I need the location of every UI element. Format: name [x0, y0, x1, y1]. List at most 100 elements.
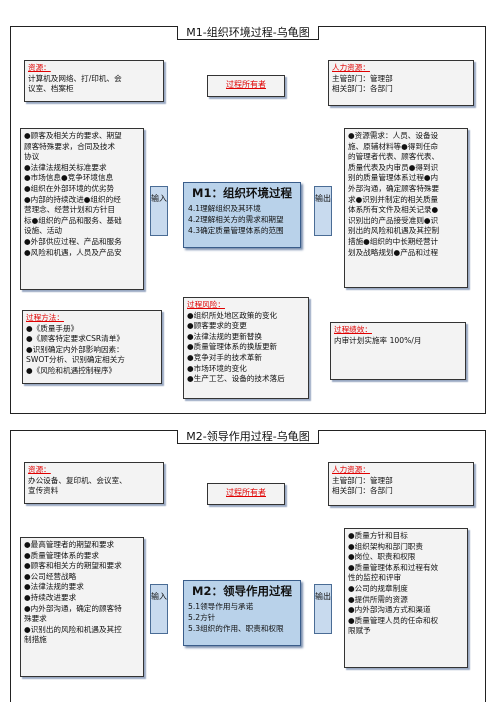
m1-input-line: ●法律法规相关标准要求: [24, 162, 107, 172]
m1-resource-line: 计算机及网络、打/印机、会: [28, 73, 122, 83]
m2-input-box: ●最高管理者的期望和要求 ●质量管理体系的要求 ●顾客和相关方的期望和要求 ●公…: [20, 537, 144, 677]
m1-hr-line: 相关部门：各部门: [332, 84, 393, 94]
m2-center-line: 5.1领导作用与承诺: [188, 602, 254, 611]
m1-output-line: 别的质量管理体系过程●内: [348, 173, 439, 183]
m1-output-line: 外部沟通，确定顾客特殊要: [348, 183, 440, 193]
m1-output-box: ●资源需求：人员、设备设 施、原辅材料等●得到任命 的管理者代表、顾客代表、 质…: [344, 128, 468, 288]
m1-risk-line: ●法律法规的更新替换: [187, 331, 262, 341]
m2-center-title: M2：领导作用过程: [192, 584, 292, 598]
m1-center-line: 4.1理解组织及其环境: [188, 204, 261, 213]
m2-input-line: ●识别出的风险和机遇及其控: [24, 624, 122, 634]
m2-output-line: ●质量方针和目标: [348, 531, 408, 540]
m2-input-line: ●最高管理者的期望和要求: [24, 540, 115, 549]
m1-output-label: 输出: [314, 186, 332, 236]
m1-input-line: ●顾客及相关方的要求、期望: [24, 131, 122, 140]
m1-risk-line: ●组织所处地区政策的变化: [187, 310, 278, 320]
m1-output-line: 划及战略规划●产品和过程: [348, 247, 439, 257]
m1-output-line: 质量代表及内审员●得到识: [348, 162, 439, 172]
m1-input-line: 营理念、经营计划和方针目: [24, 205, 116, 215]
m2-input-line: 制措施: [24, 635, 47, 645]
m1-output-line: 求●识别并制定的相关质量: [348, 194, 439, 204]
m1-input-line: ●风险和机遇，人员及产品安: [24, 247, 122, 257]
m2-input-line: ●内外部沟通，确定的顾客特: [24, 603, 122, 613]
m2-output-box: ●质量方针和目标 ●组织架构和部门职责 ●岗位、职责和权限 ●质量管理体系和过程…: [344, 528, 468, 668]
m1-kpi-label: 过程绩效：: [334, 325, 372, 334]
m1-risk-line: ●竞争对手的技术革新: [187, 352, 262, 362]
m1-output-line: ●资源需求：人员、设备设: [348, 131, 439, 140]
m2-center-box: M2：领导作用过程 5.1领导作用与承诺 5.2方针 5.3组织的作用、职责和权…: [183, 580, 301, 646]
m2-process-owner: 过程所有者: [207, 483, 285, 505]
m2-output-line: 性的监控和评审: [348, 573, 402, 583]
m1-output-line: 识别出的产品接受准则●识: [348, 215, 439, 225]
m1-center-line: 4.2理解相关方的需求和期望: [188, 215, 284, 224]
m2-resource-line: 宣传资料: [28, 486, 59, 496]
m1-output-line: 的管理者代表、顾客代表、: [348, 152, 440, 162]
m1-method-line: SWOT分析、识别确定相关方: [26, 355, 125, 365]
m1-output-line: 别出的风险和机遇及其控制: [348, 226, 440, 236]
m1-risk-box: 过程风险： ●组织所处地区政策的变化 ●顾客要求的变更 ●法律法规的更新替换 ●…: [183, 297, 309, 399]
m2-hr-box: 人力资源： 主管部门：管理部 相关部门：各部门: [328, 462, 474, 506]
m2-hr-label: 人力资源：: [332, 465, 370, 474]
m1-center-box: M1：组织环境过程 4.1理解组织及其环境 4.2理解相关方的需求和期望 4.3…: [183, 182, 301, 248]
m1-output-line: 措施●组织的中长期经营计: [348, 236, 439, 246]
m1-kpi-line: 内审计划实施率 100%/月: [334, 335, 422, 345]
m2-output-line: 限赋予: [348, 626, 371, 636]
m1-input-line: 标●组织的产品和服务、基础: [24, 215, 122, 225]
m2-input-line: ●质量管理体系的要求: [24, 550, 99, 560]
m1-method-line: ●《质量手册》: [26, 323, 79, 333]
m2-resource-line: 办公设备、复印机、会议室、: [28, 475, 127, 485]
m2-output-line: ●质量管理体系和过程有效: [348, 562, 439, 572]
m2-hr-line: 主管部门：管理部: [332, 475, 393, 485]
m1-method-line: ●《风险和机遇控制程序》: [26, 365, 117, 375]
m2-input-line: ●法律法规的要求: [24, 582, 84, 592]
m1-center-line: 4.3确定质量管理体系的范围: [188, 226, 284, 235]
m1-output-line: 体系所有文件及相关记录●: [348, 205, 439, 215]
m2-center-line: 5.3组织的作用、职责和权限: [188, 624, 284, 633]
m1-input-label: 输入: [150, 186, 168, 236]
m1-hr-box: 人力资源： 主管部门：管理部 相关部门：各部门: [328, 60, 474, 106]
m1-hr-line: 主管部门：管理部: [332, 73, 393, 83]
m2-input-line: ●公司经营战略: [24, 571, 77, 581]
m2-output-label: 输出: [314, 584, 332, 634]
m1-kpi-box: 过程绩效： 内审计划实施率 100%/月: [330, 322, 466, 380]
m1-risk-line: ●生产工艺、设备的技术落后: [187, 374, 285, 384]
m1-input-box: ●顾客及相关方的要求、期望 顾客特殊要求，合同及技术 协议 ●法律法规相关标准要…: [20, 128, 144, 290]
m2-output-line: ●质量管理人员的任命和权: [348, 615, 439, 625]
m2-output-line: ●组织架构和部门职责: [348, 541, 423, 551]
m1-panel-title: M1-组织环境过程-乌龟图: [11, 26, 485, 40]
m2-output-line: ●岗位、职责和权限: [348, 552, 416, 562]
m1-input-line: 设施、活动: [24, 226, 62, 236]
m1-input-line: ●市场信息●竞争环境信息: [24, 173, 114, 183]
m2-panel-title: M2-领导作用过程-乌龟图: [11, 430, 485, 444]
m1-resource-label: 资源：: [28, 63, 51, 72]
m1-risk-line: ●市场环境的变化: [187, 363, 247, 373]
m2-resource-box: 资源： 办公设备、复印机、会议室、 宣传资料: [24, 462, 164, 504]
m2-output-line: ●提供所需的资源: [348, 594, 408, 604]
m1-input-line: ●内部的持续改进●组织的经: [24, 194, 121, 204]
m1-resource-line: 议室、档案柜: [28, 84, 74, 94]
m2-input-line: ●顾客和相关方的期望和要求: [24, 561, 122, 571]
m1-method-label: 过程方法：: [26, 313, 64, 322]
m2-input-line: ●持续改进要求: [24, 592, 77, 602]
m1-input-line: ●组织在外部环境的优劣势: [24, 183, 115, 193]
m1-risk-label: 过程风险：: [187, 300, 225, 309]
m1-center-title: M1：组织环境过程: [192, 186, 292, 200]
m2-output-line: ●公司的规章制度: [348, 583, 408, 593]
m1-input-line: 顾客特殊要求，合同及技术: [24, 141, 116, 151]
m2-resource-label: 资源：: [28, 465, 51, 474]
m2-center-line: 5.2方针: [188, 613, 216, 622]
m1-method-line: ●《顾客特定要求CSR清单》: [26, 334, 124, 344]
m1-resource-box: 资源： 计算机及网络、打/印机、会 议室、档案柜: [24, 60, 164, 102]
m1-process-owner: 过程所有者: [207, 75, 285, 97]
m1-input-line: ●外部供应过程、产品和服务: [24, 236, 122, 246]
m1-hr-label: 人力资源：: [332, 63, 370, 72]
m2-input-label: 输入: [150, 584, 168, 634]
m1-input-line: 协议: [24, 152, 40, 162]
m2-hr-line: 相关部门：各部门: [332, 486, 393, 496]
m1-output-line: 施、原辅材料等●得到任命: [348, 141, 439, 151]
m1-method-line: ●识别确定内外部影响因素：: [26, 344, 124, 354]
m1-risk-line: ●质量管理体系的换版更新: [187, 342, 278, 352]
m1-risk-line: ●顾客要求的变更: [187, 321, 247, 331]
m2-output-line: ●内外部沟通方式和渠道: [348, 605, 431, 615]
m1-method-box: 过程方法： ●《质量手册》 ●《顾客特定要求CSR清单》 ●识别确定内外部影响因…: [22, 310, 162, 384]
